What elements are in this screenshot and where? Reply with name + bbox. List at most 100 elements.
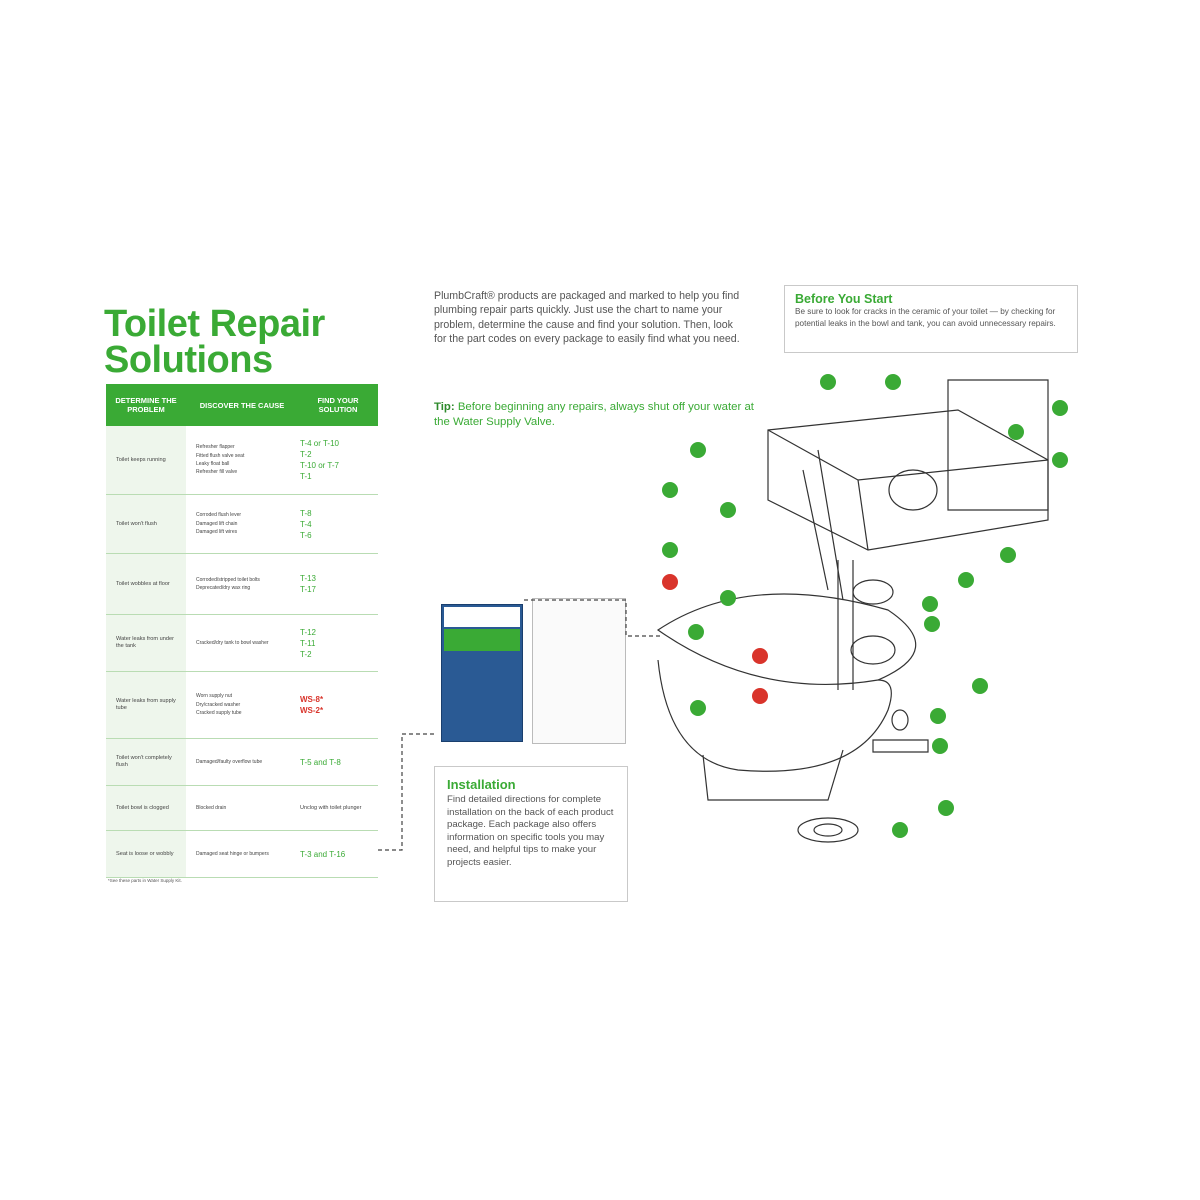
header-problem: DETERMINE THE PROBLEM [115, 396, 177, 414]
intro-text: PlumbCraft® products are packaged and ma… [434, 290, 740, 346]
tip-text: Tip: Before beginning any repairs, alway… [434, 400, 754, 430]
solution-code: T-5 and T-8 [300, 757, 341, 767]
solution-code: T-12 [300, 627, 317, 637]
cause-item: Cracked/dry tank to bowl washer [196, 639, 269, 646]
page-title: Toilet Repair Solutions [104, 303, 325, 379]
cause-item: Refresher flapper [196, 444, 235, 451]
part-badge-icon [720, 502, 736, 518]
header-solution: FIND YOUR SOLUTION [317, 396, 359, 414]
problem-cell: Toilet won't completely flush [106, 739, 186, 785]
solution-code: T-13 [300, 574, 317, 583]
tip-label: Tip: [434, 401, 455, 413]
part-badge-icon [972, 678, 988, 694]
part-badge-icon [930, 708, 946, 724]
product-package-image [441, 604, 523, 742]
problem-cell: Toilet keeps running [106, 426, 186, 494]
cause-cell: Blocked drain [186, 786, 298, 830]
before-you-start-box: Before You Start Be sure to look for cra… [784, 285, 1078, 353]
cause-item: Damaged lift wires [196, 529, 238, 536]
install-text: Find detailed directions for complete in… [447, 794, 614, 868]
part-badge-icon [958, 572, 974, 588]
part-badge-icon [1000, 547, 1016, 563]
tip-body: Before beginning any repairs, always shu… [434, 401, 754, 428]
table-row: Water leaks from under the tank Cracked/d… [106, 615, 378, 672]
solution-cell: Unclog with toilet plunger [298, 786, 378, 830]
cause-item: Damaged/faulty overflow tube [196, 758, 263, 765]
cause-cell: Damaged seat hinge or bumpers [186, 831, 298, 877]
installation-box: Installation Find detailed directions fo… [434, 766, 628, 902]
part-badge-icon [752, 688, 768, 704]
part-badge-icon [662, 482, 678, 498]
part-badge-icon [752, 648, 768, 664]
cause-cell: Damaged/faulty overflow tube [186, 739, 298, 785]
install-title: Installation [447, 777, 516, 792]
solution-code: T-2 [300, 450, 312, 459]
part-badge-icon [662, 574, 678, 590]
cause-item: Damaged lift chain [196, 520, 238, 527]
package-back-card-image [532, 598, 626, 744]
part-badge-icon [892, 822, 908, 838]
repair-table: DETERMINE THE PROBLEM DISCOVER THE CAUSE… [106, 384, 378, 878]
problem-cell: Toilet bowl is clogged [106, 786, 186, 830]
solution-cell: WS-8*WS-2* [298, 672, 378, 738]
solution-code: T-1 [300, 472, 312, 481]
cause-item: Leaky float ball [196, 461, 230, 467]
problem-cell: Water leaks from supply tube [106, 672, 186, 738]
part-badge-icon [1052, 452, 1068, 468]
part-badge-icon [924, 616, 940, 632]
cause-item: Damaged seat hinge or bumpers [196, 850, 269, 857]
solution-code: Unclog with toilet plunger [300, 804, 362, 811]
part-badge-icon [690, 700, 706, 716]
part-badge-icon [688, 624, 704, 640]
cause-item: Cracked supply tube [196, 710, 242, 717]
part-badge-icon [922, 596, 938, 612]
part-badge-icon [690, 442, 706, 458]
cause-item: Corroded flush lever [196, 512, 242, 519]
header-cause: DISCOVER THE CAUSE [199, 400, 285, 410]
solution-code: T-4 [300, 519, 312, 529]
table-footnote: *See these parts in Water Supply Kit. [108, 878, 182, 883]
solution-code: T-11 [300, 638, 316, 648]
solution-code: T-8 [300, 508, 312, 518]
before-text: Be sure to look for cracks in the cerami… [795, 307, 1056, 328]
cause-cell: Cracked/dry tank to bowl washer [186, 615, 298, 671]
solution-code: WS-2* [300, 706, 324, 715]
cause-item: Dry/cracked washer [196, 701, 241, 708]
problem-cell: Toilet wobbles at floor [106, 554, 186, 614]
problem-cell: Toilet won't flush [106, 495, 186, 553]
title-line-1: Toilet Repair [104, 303, 325, 345]
part-badge-icon [1008, 424, 1024, 440]
cause-item: Fitted flush valve seat [196, 452, 245, 459]
problem-cell: Water leaks from under the tank [106, 615, 186, 671]
part-badge-icon [1052, 400, 1068, 416]
cause-item: Worn supply nut [196, 693, 233, 700]
solution-code: T-17 [300, 585, 317, 594]
solution-cell: T-3 and T-16 [298, 831, 378, 877]
cause-item: Deprecated/dry wax ring [196, 585, 251, 591]
toilet-exploded-diagram [656, 374, 1068, 843]
solution-code: T-6 [300, 530, 312, 540]
cause-item: Corroded/stripped toilet bolts [196, 576, 260, 583]
table-header: DETERMINE THE PROBLEM DISCOVER THE CAUSE… [106, 384, 378, 426]
solution-code: T-10 or T-7 [300, 461, 339, 470]
solution-code: T-4 or T-10 [300, 439, 339, 448]
solution-cell: T-5 and T-8 [298, 739, 378, 785]
solution-code: T-3 and T-16 [300, 849, 346, 859]
part-badge-icon [885, 374, 901, 390]
part-badge-icon [720, 590, 736, 606]
table-row: Toilet won't completely flush Damaged/fau… [106, 739, 378, 786]
